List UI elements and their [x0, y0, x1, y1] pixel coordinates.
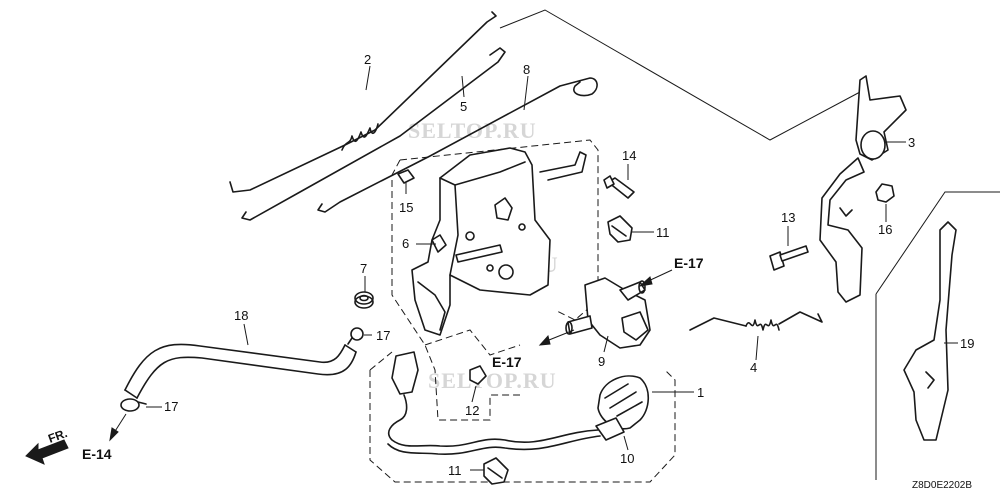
- callout-4: 4: [750, 360, 757, 375]
- callout-2: 2: [364, 52, 371, 67]
- watermark-top: SELTOP.RU: [408, 118, 537, 143]
- part-7-grommet: [354, 291, 374, 309]
- callout-7: 7: [360, 261, 367, 276]
- callout-12: 12: [465, 403, 479, 418]
- callout-3: 3: [908, 135, 915, 150]
- watermark-bottom: SELTOP.RU: [428, 368, 557, 393]
- callout-15: 15: [399, 200, 413, 215]
- ref-e14: E-14: [82, 446, 112, 462]
- part-4-spring: [689, 311, 823, 331]
- callout-labels: 2 5 8 3 14 15 6 11 7 17 18 17 9 13 16 4 …: [164, 52, 974, 478]
- callout-10: 10: [620, 451, 634, 466]
- callout-6: 6: [402, 236, 409, 251]
- part-9-fuel-valve: [565, 277, 651, 349]
- part-13-bolt: [769, 245, 809, 271]
- arrow-e17-upper: [638, 269, 673, 287]
- callout-16: 16: [878, 222, 892, 237]
- callout-17-lower: 17: [164, 399, 178, 414]
- callout-5: 5: [460, 99, 467, 114]
- callout-1: 1: [697, 385, 704, 400]
- callout-11-upper: 11: [656, 225, 670, 240]
- part-17-clamp-middle: [347, 327, 364, 345]
- part-6-control-plate: [411, 147, 587, 336]
- callout-11-lower: 11: [448, 463, 462, 478]
- part-15-bolt: [397, 169, 415, 184]
- callout-17-middle: 17: [376, 328, 390, 343]
- control-assembly-outline: [369, 139, 676, 483]
- part-5-rod: [241, 47, 506, 221]
- leader-lines: [146, 65, 958, 471]
- drawing-code: Z8D0E2202B: [912, 480, 972, 491]
- part-19-bracket: [903, 221, 957, 441]
- part-11-clip-lower: [483, 457, 509, 485]
- part-10-fuel-cap: [387, 351, 650, 455]
- part-2-rod-with-spring: [229, 11, 497, 193]
- part-12-bolt: [469, 365, 487, 385]
- part-16-nut: [875, 183, 895, 203]
- callout-9: 9: [598, 354, 605, 369]
- ref-e17-upper: E-17: [674, 255, 704, 271]
- part-11-clip-upper: [607, 215, 633, 243]
- arrow-e17-lower: [538, 329, 575, 346]
- part-17-clamp-lower: [120, 398, 147, 412]
- assembly-guide-lines: [499, 9, 1000, 480]
- callout-18: 18: [234, 308, 248, 323]
- callout-19: 19: [960, 336, 974, 351]
- arrow-e14: [109, 413, 127, 442]
- callout-8: 8: [523, 62, 530, 77]
- part-3-control-lever: [819, 75, 907, 303]
- ref-e17-lower: E-17: [492, 354, 522, 370]
- part-18-fuel-hose: [124, 343, 357, 399]
- front-direction-arrow: [25, 439, 69, 465]
- part-14-bolt: [603, 175, 635, 199]
- callout-13: 13: [781, 210, 795, 225]
- callout-14: 14: [622, 148, 636, 163]
- part-8-looped-rod: [317, 77, 598, 213]
- front-direction-label: FR.: [46, 426, 69, 446]
